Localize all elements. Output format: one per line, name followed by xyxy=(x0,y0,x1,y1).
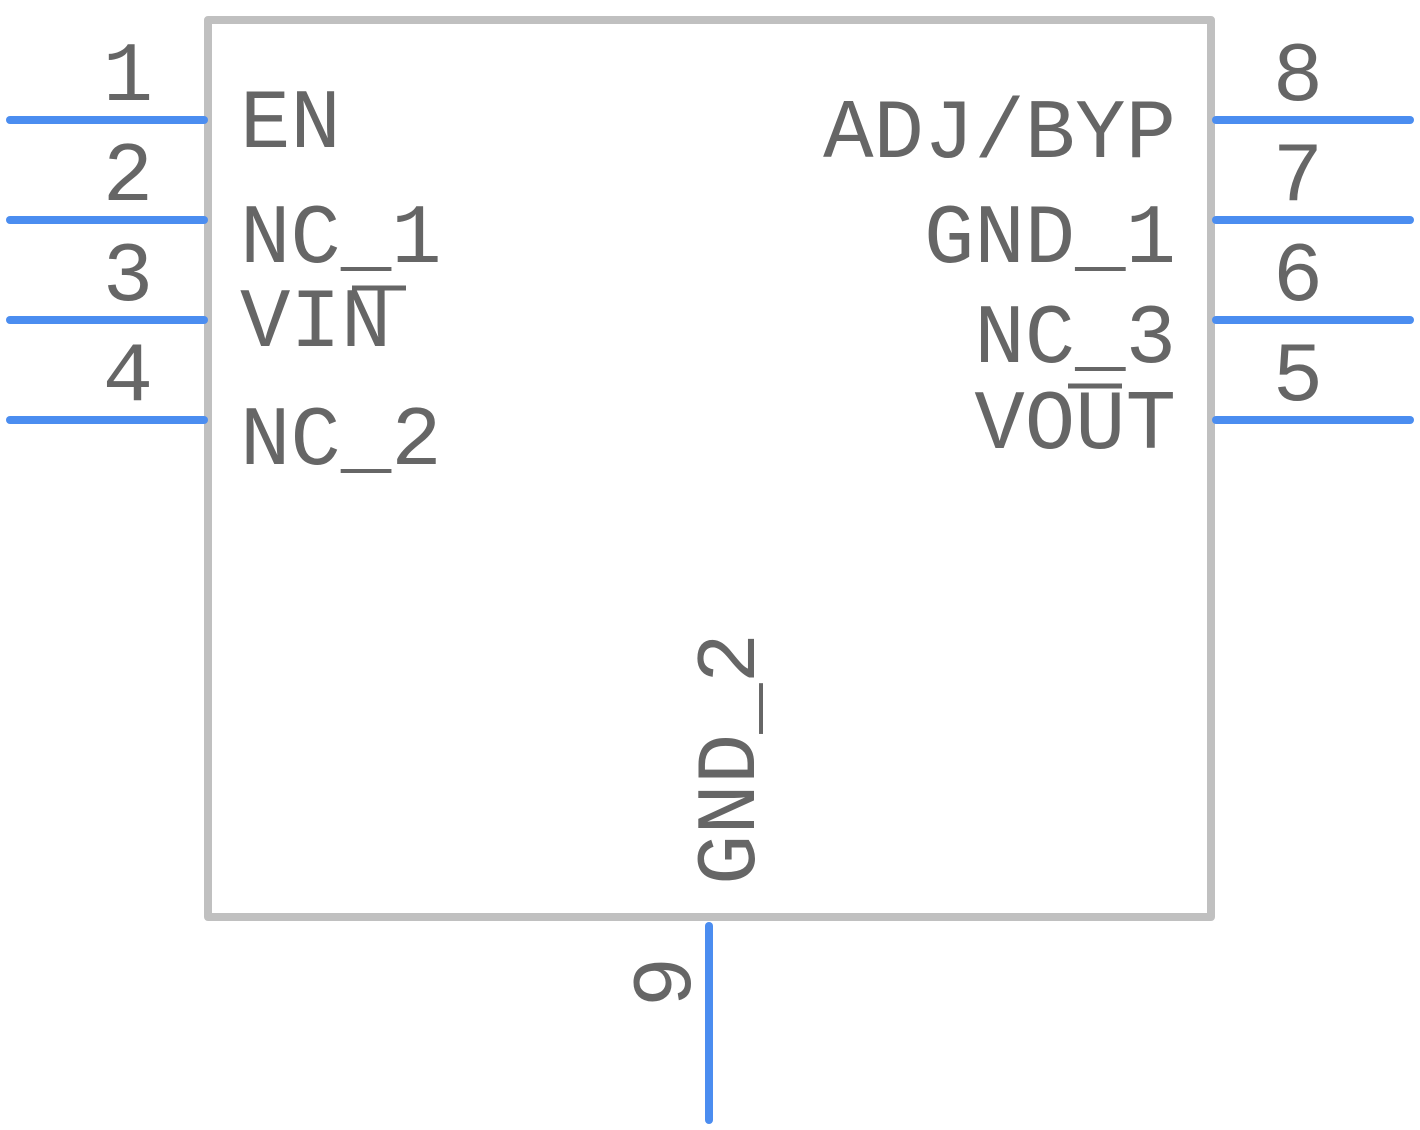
pin-6-label: NC_3 xyxy=(974,293,1176,388)
pin-1-number: 1 xyxy=(103,31,153,126)
pin-7-label: GND_1 xyxy=(924,193,1176,288)
pin-3-label: VIN xyxy=(240,277,391,372)
pin-9-label: GND_2 xyxy=(685,633,780,885)
pin-8-label: ADJ/BYP xyxy=(823,88,1176,183)
pin-7-number: 7 xyxy=(1273,131,1323,226)
pin-1-label: EN xyxy=(240,78,341,173)
pin-9-number: 9 xyxy=(621,957,716,1007)
pin-8-number: 8 xyxy=(1273,31,1323,126)
component-body xyxy=(204,16,1215,921)
pin-4-number: 4 xyxy=(103,331,153,426)
pin-5-label: VOUT xyxy=(974,379,1176,474)
pin-6-number: 6 xyxy=(1273,231,1323,326)
pin-2-number: 2 xyxy=(103,131,153,226)
pin-5-number: 5 xyxy=(1273,331,1323,426)
pin-3-number: 3 xyxy=(103,231,153,326)
pin-4-label: NC_2 xyxy=(240,395,442,490)
pin-2-label: NC_1 xyxy=(240,193,442,288)
